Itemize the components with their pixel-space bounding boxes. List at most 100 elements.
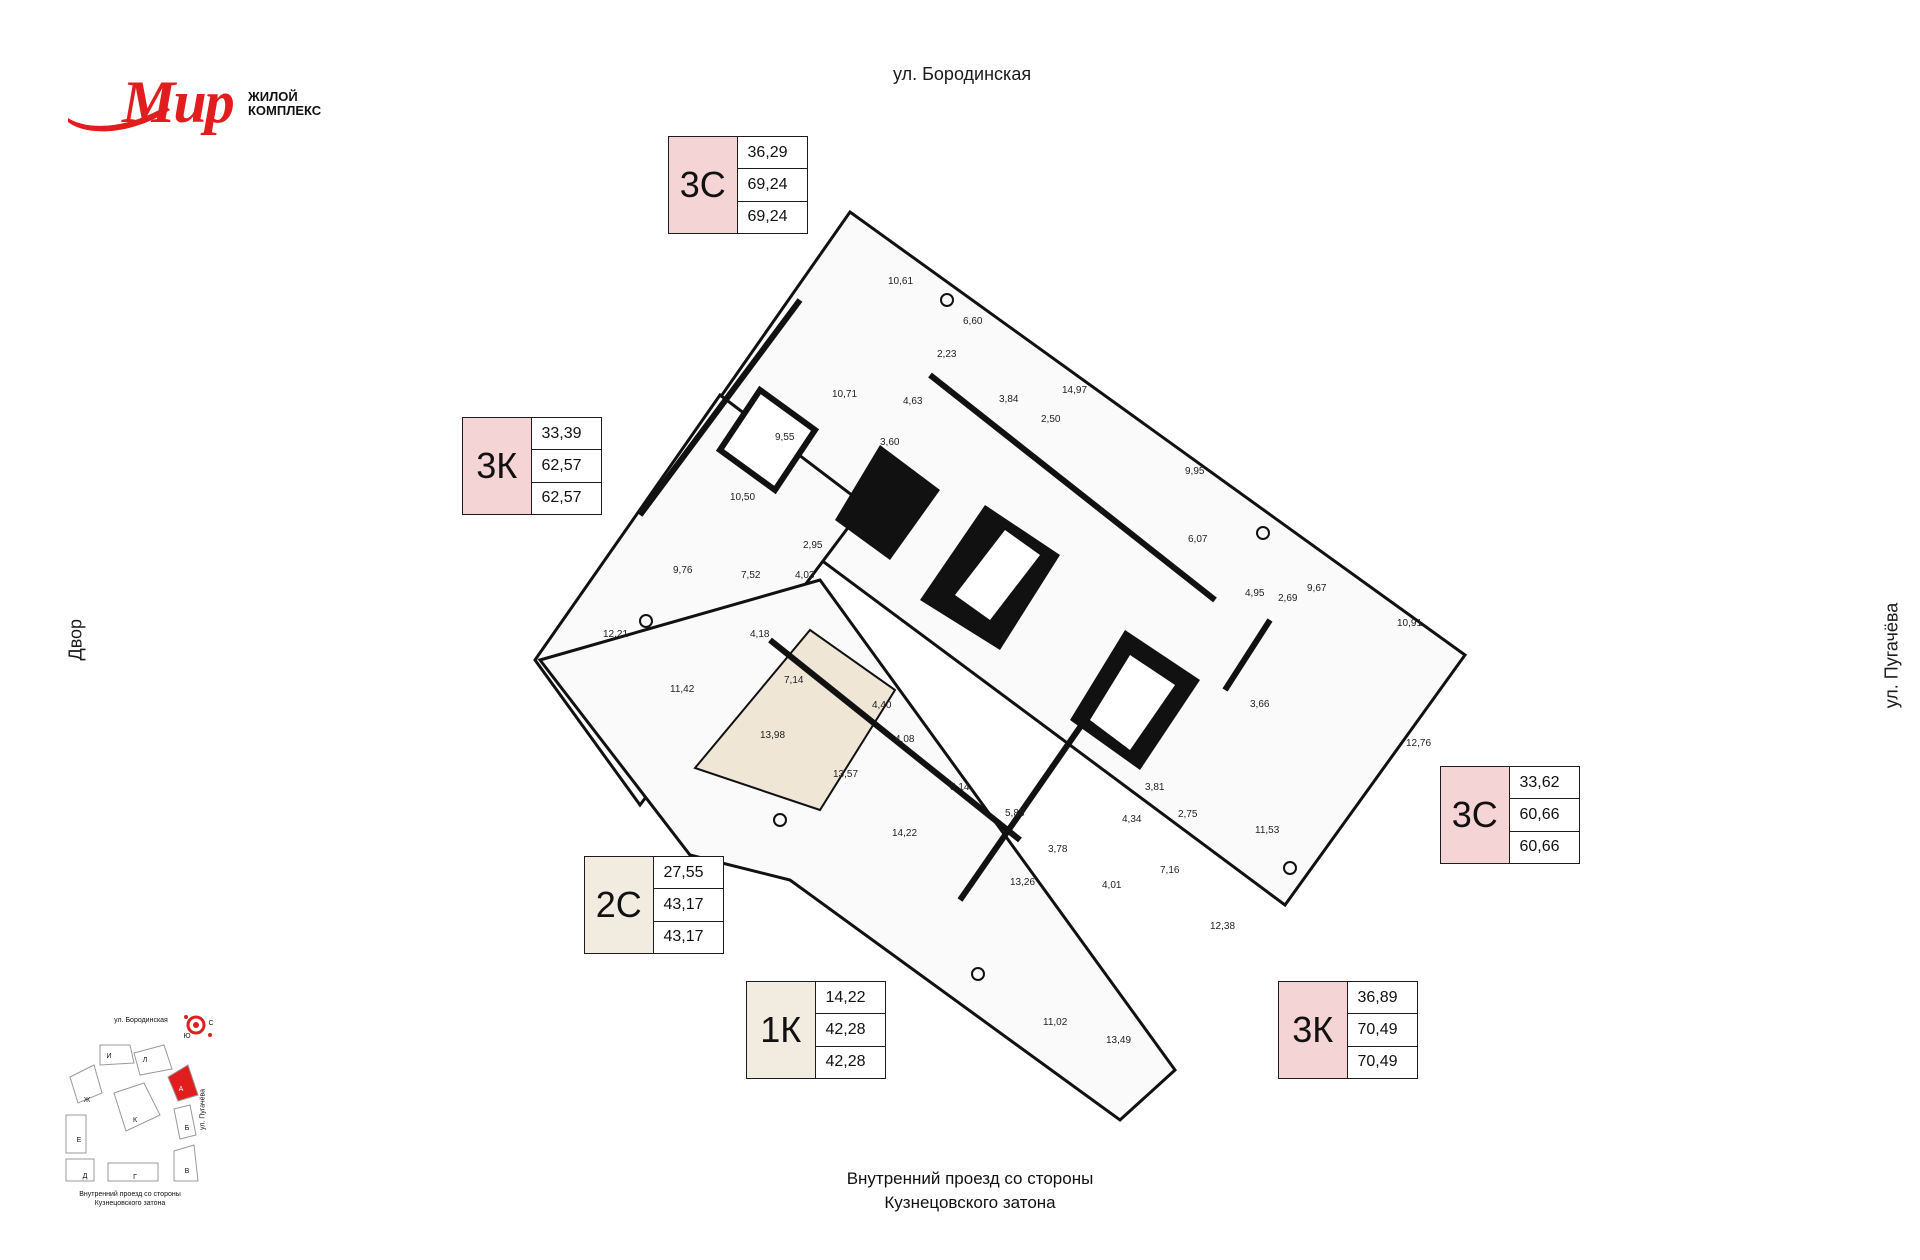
room-area-label: 9,67 <box>1307 583 1327 594</box>
total-area: 60,66 <box>1509 799 1579 832</box>
room-area-label: 14,97 <box>1062 385 1087 396</box>
living-area: 33,39 <box>531 418 601 451</box>
total-area: 62,57 <box>531 450 601 483</box>
minimap-section-В <box>173 1144 199 1182</box>
room-area-label: 6,07 <box>1188 534 1208 545</box>
minimap-section-label: Ж <box>83 1097 91 1104</box>
living-area: 33,62 <box>1509 767 1579 800</box>
room-area-label: 7,14 <box>784 675 804 686</box>
logo-subtitle: ЖИЛОЙ КОМПЛЕКС <box>248 89 322 118</box>
minimap-street-right: ул. Пугачёва <box>199 1088 207 1131</box>
room-area-label: 10,61 <box>888 276 913 287</box>
room-area-label: 2,95 <box>803 540 823 551</box>
room-area-label: 9,55 <box>775 432 795 443</box>
room-area-label: 11,42 <box>670 684 695 695</box>
apartment-card-3k-left[interactable]: 3К 33,39 62,57 62,57 <box>462 417 602 515</box>
minimap-section-Е <box>65 1114 87 1154</box>
interior-walls <box>637 298 1273 902</box>
minimap-section-label: К <box>132 1117 138 1124</box>
living-area: 14,22 <box>815 982 885 1015</box>
room-area-label: 13,57 <box>833 769 858 780</box>
room-area-label: 12,38 <box>1210 921 1235 932</box>
minimap-section-Ж <box>69 1064 103 1104</box>
total-area-2: 42,28 <box>825 1053 866 1071</box>
minimap-section-И <box>99 1044 135 1066</box>
minimap-caption: Внутренний проезд со стороны Кузнецовско… <box>79 1191 181 1207</box>
living-area: 36,29 <box>737 137 807 170</box>
room-area-label: 12,76 <box>1406 738 1431 749</box>
room-area-label: 4,18 <box>750 629 770 640</box>
room-area-label: 4,34 <box>1122 814 1142 825</box>
room-area-label: 2,69 <box>1278 593 1298 604</box>
apartment-type: 1К <box>747 982 816 1078</box>
room-area-label: 4,01 <box>1102 880 1122 891</box>
room-area-label: 2,75 <box>1178 809 1198 820</box>
minimap-compass-north: С <box>208 1020 214 1027</box>
minimap-section-label: А <box>178 1086 184 1093</box>
minimap-section-label: В <box>184 1168 190 1175</box>
apartment-card-3k-bottom[interactable]: 3К 36,89 70,49 70,49 <box>1278 981 1418 1079</box>
room-area-label: 10,50 <box>730 492 755 503</box>
apartment-type: 3К <box>463 418 532 514</box>
total-area-2: 43,17 <box>663 928 704 946</box>
room-area-label: 9,95 <box>1185 466 1205 477</box>
highlighted-apartment <box>693 628 897 812</box>
room-area-label: 13,49 <box>1106 1035 1131 1046</box>
logo-word: Мир <box>122 69 235 135</box>
street-bottom: Внутренний проезд со стороны Кузнецовско… <box>846 1169 1094 1212</box>
street-top: ул. Бородинская <box>893 64 1032 84</box>
room-area-label: 3,66 <box>1250 699 1270 710</box>
minimap-section-label: Л <box>142 1057 148 1064</box>
room-area-label: 13,98 <box>760 730 785 741</box>
apartment-card-3c-right[interactable]: 3С 33,62 60,66 60,66 <box>1440 766 1580 864</box>
apartment-card-2c[interactable]: 2С 27,55 43,17 43,17 <box>584 856 724 954</box>
room-area-label: 7,16 <box>1160 865 1180 876</box>
minimap-section-К <box>113 1082 161 1132</box>
building-outline <box>533 209 1468 1122</box>
living-area: 27,55 <box>653 857 723 890</box>
apartment-type: 2С <box>585 857 654 953</box>
minimap-section-label: Г <box>133 1174 137 1181</box>
minimap-street-top: ул. Бородинская <box>114 1017 168 1024</box>
room-area-label: 7,52 <box>741 570 761 581</box>
total-area-2: 60,66 <box>1519 838 1560 856</box>
living-area: 36,89 <box>1347 982 1417 1015</box>
room-area-label: 10,71 <box>832 389 857 400</box>
total-area-2: 62,57 <box>541 489 582 507</box>
total-area: 42,28 <box>815 1014 885 1047</box>
room-area-label: 11,53 <box>1255 825 1280 836</box>
minimap-compass-icon <box>184 1015 212 1037</box>
apartment-card-1k[interactable]: 1К 14,22 42,28 42,28 <box>746 981 886 1079</box>
total-area: 69,24 <box>737 169 807 202</box>
room-area-label: 9,76 <box>673 565 693 576</box>
core-walls <box>715 385 1200 770</box>
minimap-section-Д <box>65 1158 95 1182</box>
minimap-section-А <box>167 1064 199 1102</box>
room-area-label: 3,60 <box>880 437 900 448</box>
room-area-label: 11,02 <box>1043 1017 1068 1028</box>
minimap-compass-south: Ю <box>183 1033 191 1040</box>
room-area-label: 4,08 <box>895 734 915 745</box>
logo: Мир ЖИЛОЙ КОМПЛЕКС <box>66 68 326 148</box>
total-area: 70,49 <box>1347 1014 1417 1047</box>
minimap-section-Л <box>133 1044 173 1076</box>
room-area-label: 14,22 <box>892 828 917 839</box>
room-area-label: 6,60 <box>963 316 983 327</box>
room-area-label: 5,88 <box>1005 808 1025 819</box>
minimap-section-label: Е <box>76 1137 82 1144</box>
room-area-label: 13,26 <box>1010 877 1035 888</box>
logo-swoosh-icon <box>68 106 170 132</box>
room-area-label: 2,50 <box>1041 414 1061 425</box>
total-area-2: 69,24 <box>747 208 788 226</box>
apartment-card-3c-top[interactable]: 3С 36,29 69,24 69,24 <box>668 136 808 234</box>
minimap-section-label: Б <box>184 1125 190 1132</box>
minimap-section-label: И <box>106 1053 112 1060</box>
site-minimap <box>65 1015 212 1182</box>
room-area-label: 3,81 <box>1145 782 1165 793</box>
room-area-label: 4,03 <box>795 570 815 581</box>
minimap-section-Г <box>107 1162 159 1182</box>
minimap-section-Б <box>173 1104 197 1140</box>
room-area-label: 3,84 <box>999 394 1019 405</box>
